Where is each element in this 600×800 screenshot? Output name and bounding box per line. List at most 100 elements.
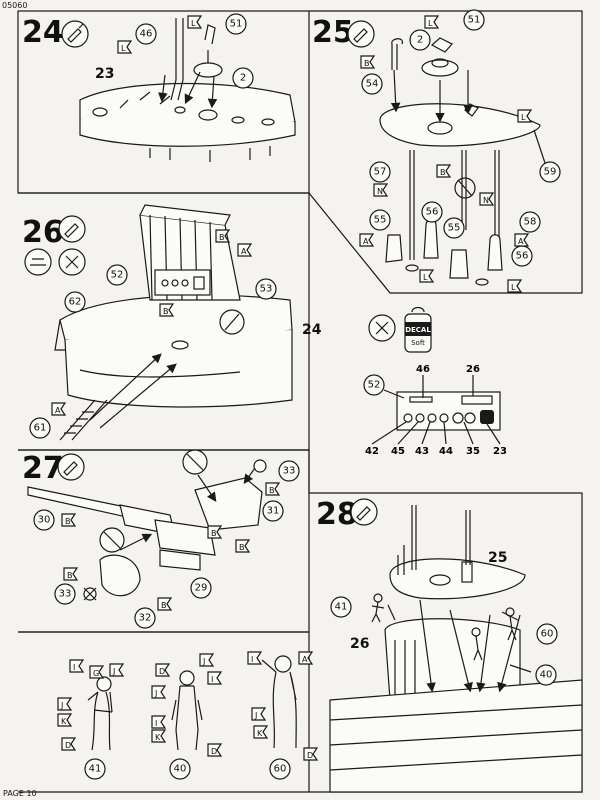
svg-text:30: 30 [38, 515, 51, 526]
sprue-flag: J [251, 707, 267, 721]
svg-text:D: D [211, 747, 217, 756]
sprue-flag: L [117, 40, 133, 54]
part-callout: 56 [511, 245, 533, 267]
svg-text:DECAL: DECAL [405, 326, 431, 334]
figure-60: I A J K D 60 [247, 651, 319, 780]
svg-text:L: L [428, 19, 433, 28]
part-callout: 55 [369, 209, 391, 231]
sprue-flag: L [424, 15, 440, 29]
sprue-flag: L [517, 109, 533, 123]
part-callout: 55 [443, 217, 465, 239]
part-callout: 2 [232, 67, 254, 89]
part-callout: 40 [535, 664, 557, 686]
part-callout: 60 [536, 623, 558, 645]
part-callout: 32 [134, 607, 156, 629]
svg-text:40: 40 [540, 670, 553, 681]
svg-text:56: 56 [516, 251, 529, 262]
glue-icon [350, 498, 378, 526]
part-callout: 60 [269, 758, 291, 780]
part-callout: 33 [278, 460, 300, 482]
svg-text:2: 2 [240, 73, 246, 84]
sprue-flag: B [235, 539, 251, 553]
svg-text:I: I [211, 675, 213, 684]
step-27: 27 33 31 30 29 33 32 B B B B B B [22, 449, 300, 629]
figure-41: I G J J K D 41 [57, 659, 125, 780]
part-label: 26 [350, 636, 369, 652]
svg-text:53: 53 [260, 284, 273, 295]
sprue-flag: B [360, 55, 376, 69]
svg-text:D: D [65, 741, 71, 750]
svg-text:G: G [93, 669, 99, 678]
svg-text:J: J [154, 689, 157, 698]
sprue-flag: A [298, 651, 314, 665]
svg-text:D: D [307, 751, 313, 760]
sprue-flag: I [151, 715, 167, 729]
part-callout: 53 [255, 278, 277, 300]
part-callout: 56 [421, 201, 443, 223]
part-callout: 52 [363, 374, 385, 396]
part-callout: 41 [84, 758, 106, 780]
sprue-flag: D [207, 743, 223, 757]
svg-text:J: J [112, 667, 115, 676]
glue-icon [58, 215, 86, 243]
svg-text:I: I [155, 719, 157, 728]
part-callout: 51 [463, 9, 485, 31]
svg-text:46: 46 [140, 29, 153, 40]
svg-text:B: B [67, 571, 73, 580]
sprue-flag: J [109, 663, 125, 677]
sprue-flag: B [207, 525, 223, 539]
svg-text:2: 2 [417, 35, 423, 46]
page-number: PAGE 10 [3, 789, 37, 798]
part-callout: 51 [225, 13, 247, 35]
step-24: 24 23 46 51 2 L L [22, 13, 296, 162]
svg-text:J: J [202, 657, 205, 666]
svg-text:59: 59 [544, 167, 557, 178]
sprue-flag: N [373, 183, 389, 197]
svg-text:40: 40 [174, 764, 187, 775]
svg-text:60: 60 [541, 629, 554, 640]
decal-panel: DECAL Soft 52 46 26 42 45 43 44 35 23 [363, 306, 507, 457]
part-label: 23 [95, 66, 114, 82]
sprue-flag: B [215, 229, 231, 243]
glue-icon [61, 20, 89, 48]
svg-text:I: I [73, 663, 75, 672]
svg-text:B: B [219, 233, 225, 242]
decal-label: 23 [493, 446, 507, 457]
sprue-flag: G [89, 665, 105, 679]
svg-text:41: 41 [335, 602, 348, 613]
svg-text:A: A [363, 237, 369, 246]
step-number: 27 [22, 451, 64, 486]
product-code: 05060 [2, 1, 28, 10]
svg-text:58: 58 [524, 217, 537, 228]
sprue-flag: K [57, 713, 73, 727]
svg-text:L: L [511, 283, 516, 292]
svg-text:57: 57 [374, 167, 387, 178]
step-28: 28 25 26 41 60 40 [316, 497, 583, 793]
gun-sight-32 [99, 554, 141, 597]
decal-icon [368, 314, 396, 342]
deck [329, 679, 583, 793]
step-26: 26 52 53 62 61 24 B A B A [22, 204, 322, 441]
svg-text:A: A [241, 247, 247, 256]
step-number: 26 [22, 215, 64, 250]
svg-text:56: 56 [426, 207, 439, 218]
sprue-flag: L [187, 15, 203, 29]
part-callout: 33 [54, 583, 76, 605]
svg-text:A: A [302, 655, 308, 664]
svg-text:L: L [191, 19, 196, 28]
svg-text:K: K [257, 729, 263, 738]
svg-text:33: 33 [59, 589, 72, 600]
gun-mount [194, 477, 263, 531]
svg-text:33: 33 [283, 466, 296, 477]
sprue-flag: B [63, 567, 79, 581]
sprue-flag: L [507, 279, 523, 293]
part-callout: 30 [33, 509, 55, 531]
sprue-flag: B [159, 303, 175, 317]
sprue-flag: K [151, 729, 167, 743]
sprue-flag: I [247, 651, 263, 665]
svg-text:55: 55 [374, 215, 387, 226]
sprue-flag: J [199, 653, 215, 667]
sprue-flag: I [69, 659, 85, 673]
svg-text:61: 61 [34, 423, 47, 434]
step-number: 24 [22, 15, 64, 50]
